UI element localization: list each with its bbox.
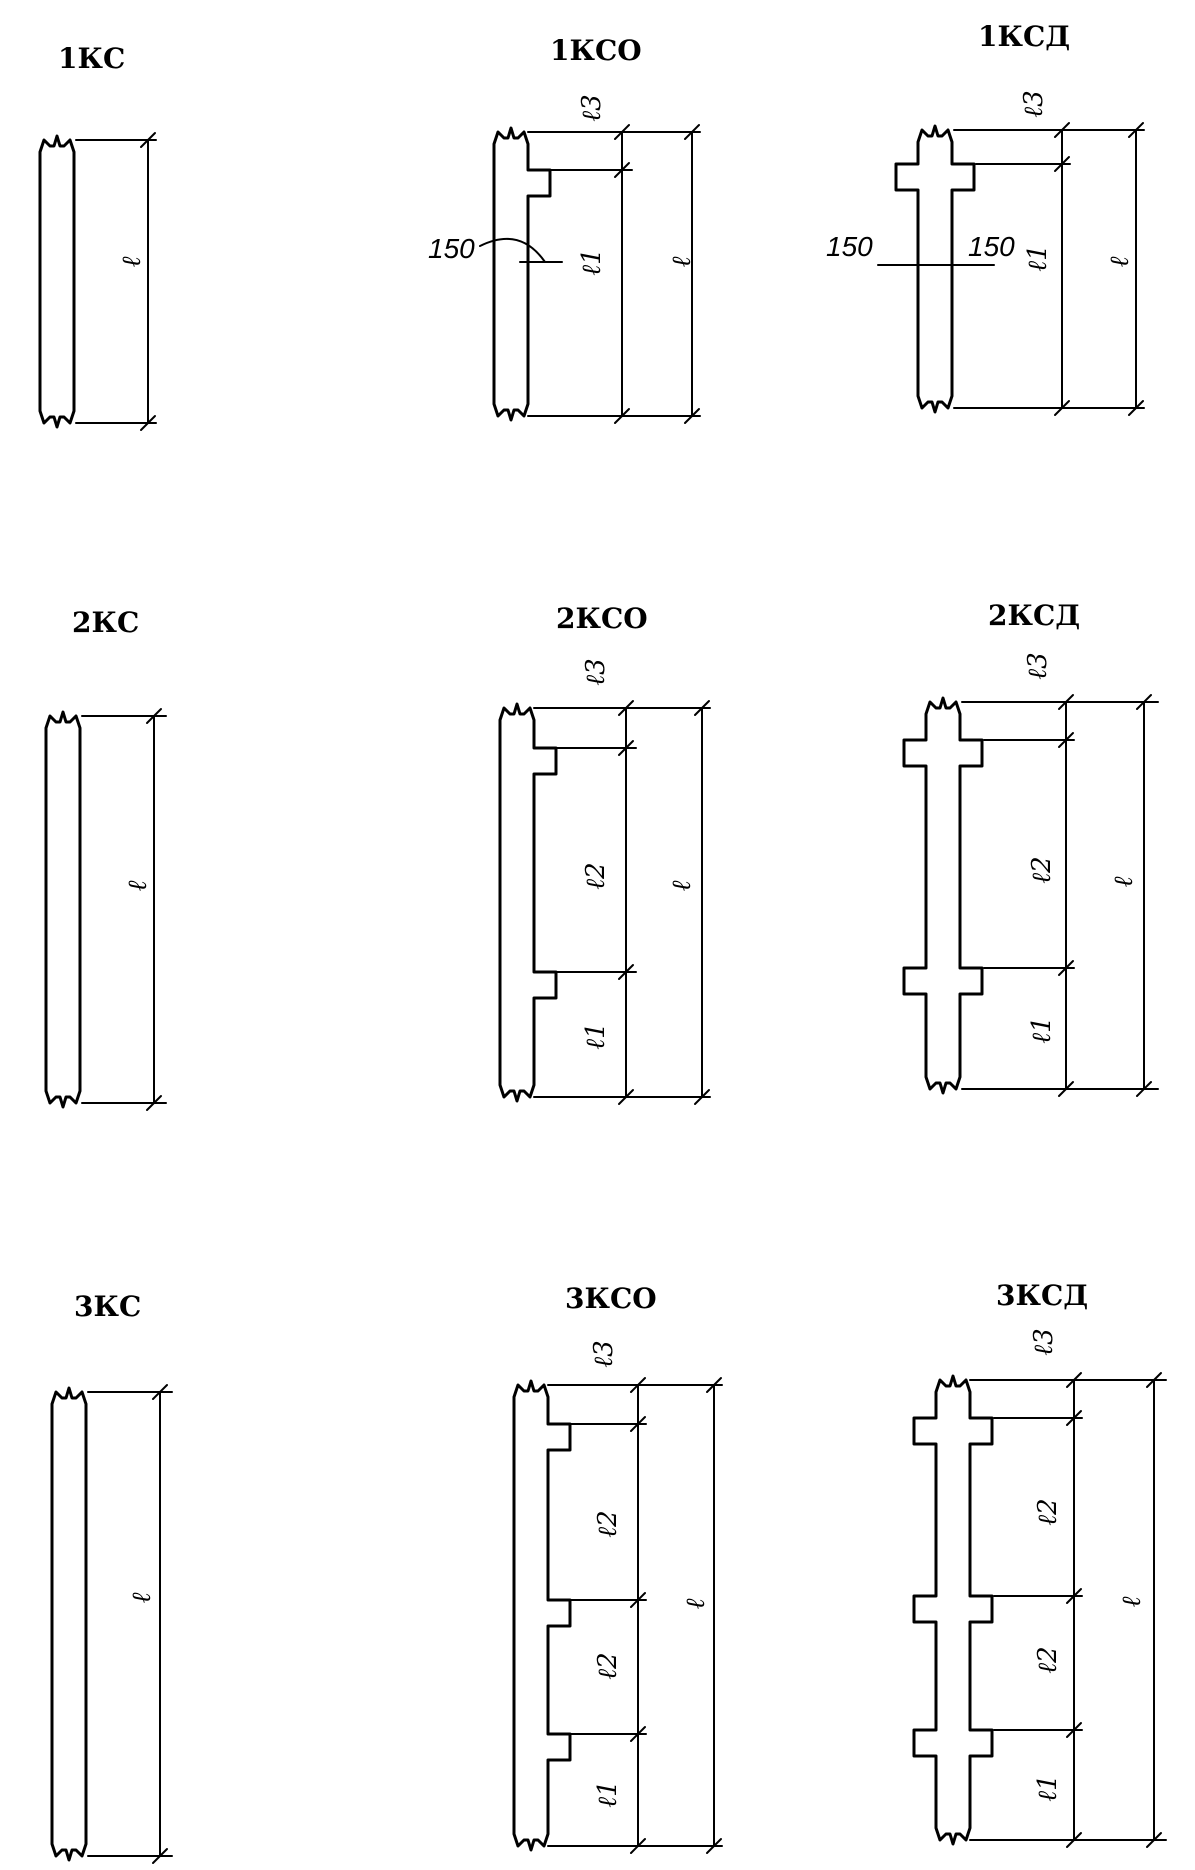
title-2kso: 2КСО: [556, 602, 648, 635]
label-2kso-l3: ℓ3: [581, 658, 611, 685]
title-1kso: 1КСО: [550, 34, 642, 67]
label-3ksd-l2a: ℓ2: [1033, 1498, 1063, 1525]
dim-3ksd-parts-tick-0: [1066, 1372, 1082, 1388]
dim-3kso-l-tick-0: [706, 1377, 722, 1393]
dim-2ksd-parts-tick-0: [1058, 694, 1074, 710]
dim-2ksd-parts-tick-3: [1058, 1081, 1074, 1097]
label-2ksd-l2: ℓ2: [1027, 856, 1057, 883]
column-1ksd: [894, 124, 976, 414]
label-3ks-l: ℓ: [127, 1592, 157, 1603]
label-2ks-l: ℓ: [123, 880, 153, 891]
dim-3ks-l-tick-0: [152, 1384, 168, 1400]
title-3ksd: 3КСД: [996, 1279, 1088, 1312]
label-3ksd-l: ℓ: [1117, 1596, 1147, 1607]
dim-1ks-l-tick-1: [140, 415, 156, 431]
label-2kso-l: ℓ: [667, 880, 697, 891]
label-2ksd-l: ℓ: [1109, 876, 1139, 887]
dim-2ksd-parts-tick-2: [1058, 960, 1074, 976]
dim-1kso-parts-tick-2: [614, 408, 630, 424]
dim-3ksd-parts-tick-4: [1066, 1832, 1082, 1848]
column-2ks: [44, 710, 82, 1109]
dim-1ksd-l-tick-1: [1128, 400, 1144, 416]
label-2ksd-l3: ℓ3: [1023, 652, 1053, 679]
dim-3kso-parts-tick-0: [630, 1377, 646, 1393]
label-2kso-l1: ℓ1: [581, 1022, 611, 1049]
dim-2ks-l-tick-1: [146, 1095, 162, 1111]
dim-3kso-l-tick-1: [706, 1838, 722, 1854]
label-3kso-l2b: ℓ2: [593, 1652, 623, 1679]
label-3ksd-l3: ℓ3: [1029, 1328, 1059, 1355]
title-1ks: 1КС: [58, 42, 125, 75]
label-3ksd-l2b: ℓ2: [1033, 1646, 1063, 1673]
dim-3kso-parts-tick-2: [630, 1592, 646, 1608]
dim-1kso-parts-tick-0: [614, 124, 630, 140]
dim-3kso-parts-tick-1: [630, 1416, 646, 1432]
dim-2ksd-l-tick-1: [1136, 1081, 1152, 1097]
dim-2kso-l-tick-0: [694, 700, 710, 716]
title-2ksd: 2КСД: [988, 599, 1080, 632]
label-1kso-l: ℓ: [667, 256, 697, 267]
dim-1ksd-parts-tick-1: [1054, 156, 1070, 172]
dim-3ksd-l-tick-1: [1146, 1832, 1162, 1848]
column-3kso: [512, 1379, 572, 1852]
dim-2ksd-parts-tick-1: [1058, 732, 1074, 748]
column-2ksd: [902, 696, 984, 1095]
label-1ksd-150-right: 150: [968, 231, 1015, 262]
dim-2kso-parts-tick-1: [618, 740, 634, 756]
title-3kso: 3КСО: [565, 1282, 657, 1315]
dim-2kso-parts-tick-0: [618, 700, 634, 716]
label-1kso-150: 150: [428, 233, 475, 264]
label-1ksd-l1: ℓ1: [1023, 244, 1053, 271]
leader-1kso-150: [479, 237, 546, 263]
dim-3ksd-l-tick-0: [1146, 1372, 1162, 1388]
dim-1ksd-parts-tick-2: [1054, 400, 1070, 416]
label-3kso-l1: ℓ1: [593, 1780, 623, 1807]
column-3ksd: [912, 1374, 994, 1846]
dim-1ks-l-tick-0: [140, 132, 156, 148]
label-3kso-l3: ℓ3: [589, 1340, 619, 1367]
dim-1ksd-l-tick-0: [1128, 122, 1144, 138]
column-1kso: [492, 126, 552, 422]
dim-1kso-l-tick-0: [684, 124, 700, 140]
dim-2kso-l-tick-1: [694, 1089, 710, 1105]
label-3kso-l2a: ℓ2: [593, 1510, 623, 1537]
label-1ksd-l: ℓ: [1105, 256, 1135, 267]
label-1kso-l3: ℓ3: [577, 94, 607, 121]
column-1ks: [38, 134, 76, 429]
column-3ks: [50, 1386, 88, 1862]
title-2ks: 2КС: [72, 606, 139, 639]
dim-3kso-parts-tick-3: [630, 1726, 646, 1742]
dim-3ksd-parts-tick-3: [1066, 1722, 1082, 1738]
label-1ksd-150-left: 150: [826, 231, 873, 262]
label-2ksd-l1: ℓ1: [1027, 1016, 1057, 1043]
label-3ksd-l1: ℓ1: [1033, 1774, 1063, 1801]
label-1ksd-l3: ℓ3: [1019, 90, 1049, 117]
dim-3ksd-parts-tick-1: [1066, 1410, 1082, 1426]
dim-2kso-parts-tick-2: [618, 964, 634, 980]
dim-1kso-parts-tick-1: [614, 162, 630, 178]
title-1ksd: 1КСД: [978, 20, 1070, 53]
dim-2ksd-l-tick-0: [1136, 694, 1152, 710]
label-1kso-l1: ℓ1: [577, 248, 607, 275]
column-2kso: [498, 702, 558, 1103]
dim-2kso-parts-tick-3: [618, 1089, 634, 1105]
dim-2ks-l-tick-0: [146, 708, 162, 724]
label-1ks-l: ℓ: [117, 256, 147, 267]
title-3ks: 3КС: [74, 1290, 141, 1323]
label-3kso-l: ℓ: [681, 1598, 711, 1609]
dim-3kso-parts-tick-4: [630, 1838, 646, 1854]
dim-1ksd-parts-tick-0: [1054, 122, 1070, 138]
label-2kso-l2: ℓ2: [581, 862, 611, 889]
dim-3ks-l-tick-1: [152, 1848, 168, 1864]
dim-1kso-l-tick-1: [684, 408, 700, 424]
dim-3ksd-parts-tick-2: [1066, 1588, 1082, 1604]
